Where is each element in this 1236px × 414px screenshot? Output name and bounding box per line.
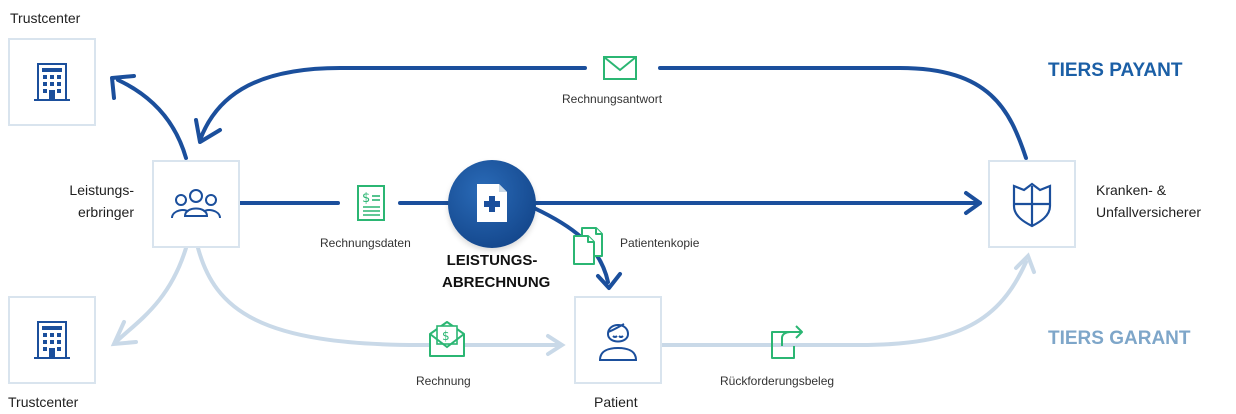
insurer-label-line1: Kranken- & (1096, 182, 1167, 198)
tiers-garant-lines (110, 246, 1036, 356)
line-provider-to-patient (196, 246, 562, 347)
medical-document-icon (477, 184, 507, 222)
arrow-trustcenter-top (110, 74, 136, 100)
arrow-patient (546, 334, 566, 356)
people-group-icon (171, 189, 221, 219)
flow-label-rechnung: Rechnung (416, 374, 471, 388)
envelope-icon (603, 56, 637, 80)
provider-box (152, 160, 240, 248)
shield-icon (1012, 182, 1052, 228)
svg-text:$: $ (442, 329, 450, 343)
provider-label-line1: Leistungs- (69, 182, 134, 198)
line-rechnungsantwort (658, 66, 1028, 160)
svg-text:$: $ (362, 191, 370, 206)
invoice-envelope-icon: $ (429, 321, 465, 357)
flow-label-rechnungsdaten: Rechnungsdaten (320, 236, 411, 250)
building-icon (34, 63, 70, 101)
patient-label: Patient (594, 394, 638, 410)
insurer-box (988, 160, 1076, 248)
trustcenter-bottom-label: Trustcenter (8, 394, 79, 410)
line-patient-to-insurer (660, 260, 1028, 347)
patient-box (574, 296, 662, 384)
line-provider-to-trustcenter-top (116, 78, 188, 160)
refund-share-icon (771, 325, 803, 359)
billing-center-title-line2: ABRECHNUNG (442, 274, 551, 291)
provider-label-line2: erbringer (77, 204, 134, 220)
billing-center-circle (448, 160, 536, 248)
invoice-data-icon: $ (357, 185, 385, 221)
tiers-garant-heading: TIERS GARANT (1048, 328, 1191, 349)
billing-center-title-line1: LEISTUNGS- (446, 252, 538, 269)
trustcenter-top-label: Trustcenter (10, 10, 81, 26)
trustcenter-top-box (8, 38, 96, 126)
document-copy-icon (573, 227, 603, 265)
flow-label-patientenkopie: Patientenkopie (620, 236, 700, 250)
building-icon (34, 321, 70, 359)
arrow-insurer-light (1014, 252, 1036, 274)
line-rechnungsantwort-left (198, 66, 587, 142)
arrow-trustcenter-bottom (110, 320, 138, 347)
arrow-patientenkopie (596, 272, 622, 290)
arrow-insurer-dark (964, 191, 982, 215)
arrow-provider (194, 118, 222, 144)
line-provider-to-trustcenter-bottom (116, 246, 188, 342)
flow-label-rueckforderungsbeleg: Rückforderungsbeleg (720, 374, 835, 388)
person-icon (598, 323, 638, 361)
flow-label-rechnungsantwort: Rechnungsantwort (562, 92, 663, 106)
tiers-payant-heading: TIERS PAYANT (1048, 60, 1183, 81)
trustcenter-bottom-box (8, 296, 96, 384)
insurer-label-line2: Unfallversicherer (1096, 204, 1202, 220)
